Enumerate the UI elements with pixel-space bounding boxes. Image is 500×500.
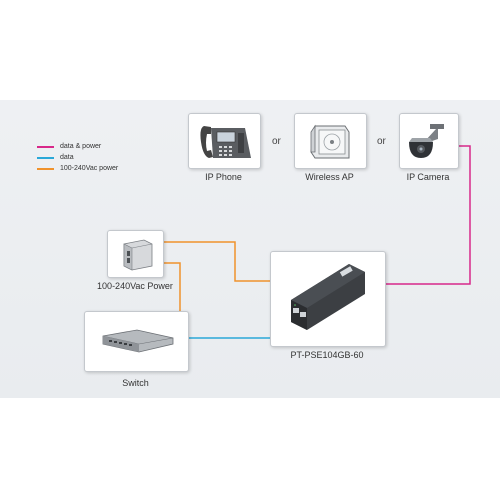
ip-phone-box	[188, 113, 261, 169]
legend-swatch-data-power	[37, 145, 54, 148]
wire-power-upper	[162, 241, 270, 282]
ip-camera-box	[399, 113, 459, 169]
legend-label: 100-240Vac power	[60, 165, 119, 172]
power-outlet-box	[107, 230, 164, 278]
or-separator: or	[377, 136, 386, 147]
wireless-ap-box	[294, 113, 367, 169]
legend-item-data-power: data & power	[37, 141, 118, 152]
switch-icon	[102, 329, 174, 353]
poe-injector-icon	[291, 264, 365, 330]
legend-swatch-power	[37, 167, 54, 170]
legend-item-data: data	[37, 152, 118, 163]
ip-camera-label: IP Camera	[406, 172, 450, 182]
wire-data-power	[384, 145, 471, 285]
legend-item-power: 100-240Vac power	[37, 163, 118, 174]
legend: data & power data 100-240Vac power	[37, 141, 118, 174]
legend-label: data & power	[60, 143, 102, 150]
switch-label: Switch	[122, 378, 149, 388]
legend-swatch-data	[37, 156, 54, 159]
ip-phone-label: IP Phone	[205, 172, 242, 182]
switch-box	[84, 311, 189, 372]
ip-phone-icon	[200, 126, 251, 158]
power-supply-icon	[123, 239, 153, 271]
power-label: 100-240Vac Power	[97, 281, 173, 291]
or-separator: or	[272, 136, 281, 147]
poe-injector-label: PT-PSE104GB-60	[290, 350, 364, 360]
poe-injector-box	[270, 251, 386, 347]
legend-label: data	[60, 154, 74, 161]
wireless-ap-label: Wireless AP	[305, 172, 354, 182]
wireless-ap-icon	[310, 124, 350, 159]
ip-camera-icon	[409, 124, 444, 158]
